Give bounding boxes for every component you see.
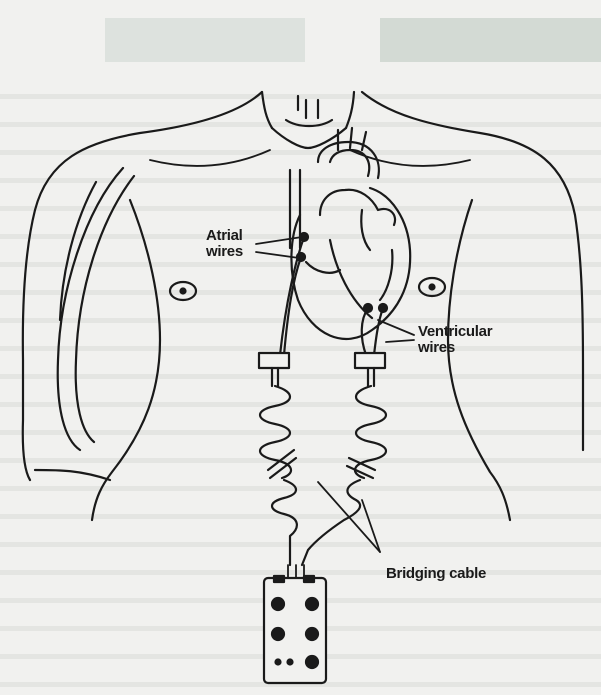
ventricular-label: Ventricular wires (418, 324, 492, 356)
external-pacemaker (264, 565, 326, 683)
ventricular-label-line-2: wires (418, 340, 492, 356)
atrial-label-line-2: wires (206, 244, 243, 260)
bridging-cable-label: Bridging cable (386, 566, 486, 582)
ventricular-electrode-2 (379, 304, 387, 312)
atrial-label-line-1: Atrial (206, 228, 243, 244)
ventricular-electrode-1 (364, 304, 372, 312)
ventricular-label-line-1: Ventricular (418, 324, 492, 340)
ventricular-connector (355, 353, 385, 368)
atrial-label: Atrial wires (206, 228, 243, 260)
atrial-connector (259, 353, 289, 368)
